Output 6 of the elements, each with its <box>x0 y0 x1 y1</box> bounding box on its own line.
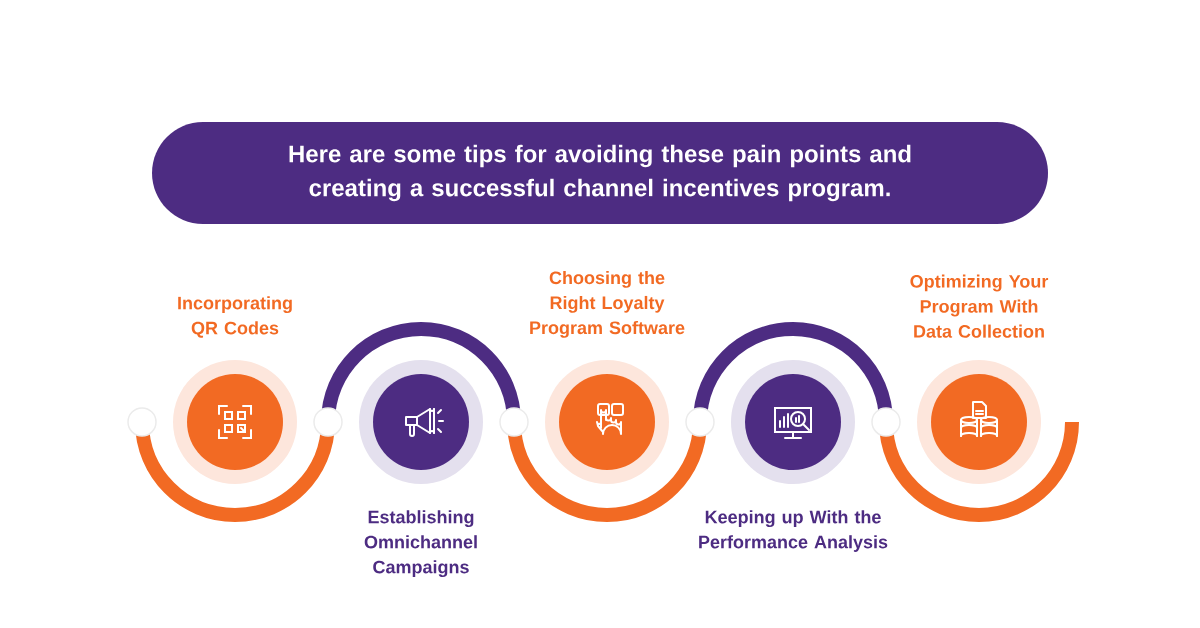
step-heading: Incorporating QR Codes <box>178 296 292 338</box>
step-heading: Choosing the Right Loyalty Program Software <box>530 270 685 338</box>
step-heading: Establishing Omnichannel Campaigns <box>364 510 477 578</box>
step-heading: Keeping up With the Performance Analysis <box>699 510 888 552</box>
step-heading: Optimizing Your Program With Data Collection <box>910 274 1049 338</box>
banner: Here are some tips for avoiding these pain points and creating a successful channel incentives program. <box>152 122 1048 224</box>
